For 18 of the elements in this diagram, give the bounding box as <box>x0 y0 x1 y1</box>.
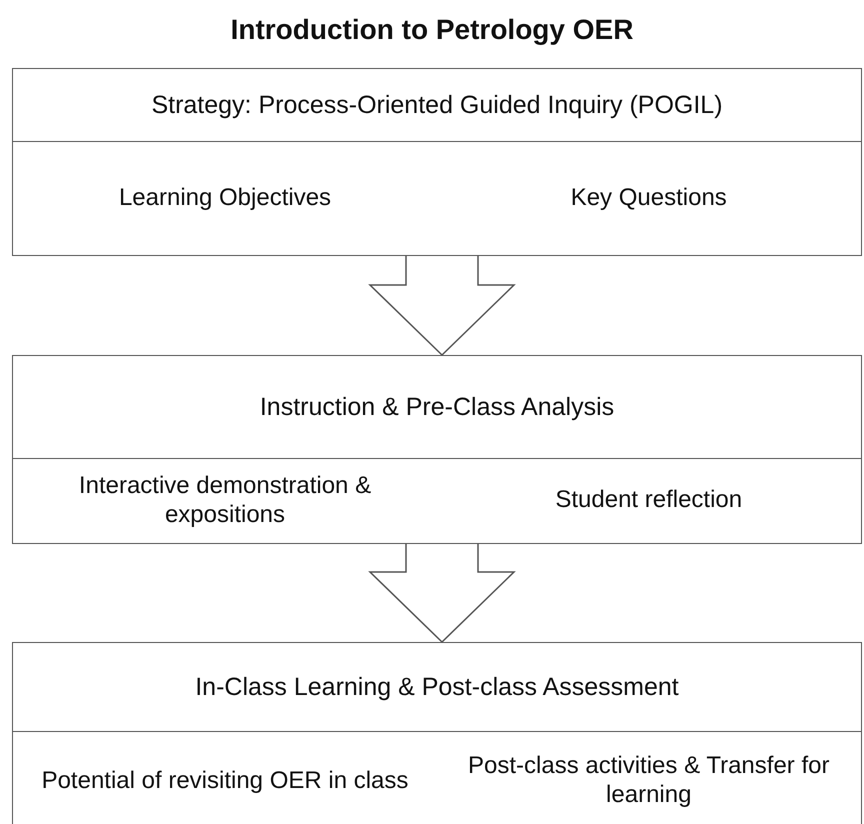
cell-text: Potential of revisiting OER in class <box>40 766 410 796</box>
cell-text: Post-class activities & Transfer for learning <box>467 752 830 810</box>
stage-table <box>12 642 862 824</box>
cell-text: Key Questions <box>570 184 728 212</box>
stage-table <box>12 68 862 256</box>
stage-heading: Instruction & Pre-Class Analysis <box>258 392 616 423</box>
stage-heading: Strategy: Process-Oriented Guided Inquiry (POGIL) <box>150 90 724 121</box>
block-arrow <box>368 543 516 644</box>
stage-heading: In-Class Learning & Post-class Assessment <box>194 672 680 703</box>
diagram-title: Introduction to Petrology OER <box>230 14 634 46</box>
table-cell <box>437 731 860 824</box>
stage-table <box>12 355 862 544</box>
cell-text: Student reflection <box>554 486 744 515</box>
table-cell <box>437 458 860 542</box>
table-cell <box>437 141 860 254</box>
cell-text: Interactive demonstration & expositions <box>78 472 372 530</box>
cell-text: Learning Objectives <box>118 184 332 212</box>
block-arrow <box>368 255 516 356</box>
